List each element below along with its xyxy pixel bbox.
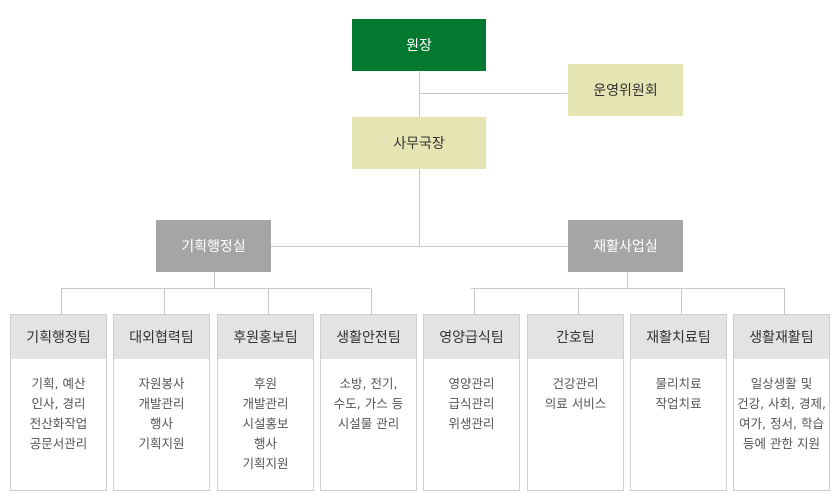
team-name: 기획행정팀: [11, 315, 106, 359]
duty-line: 전산화작업: [29, 416, 88, 431]
duty-line: 영양관리: [448, 376, 495, 391]
connector: [578, 288, 579, 314]
dept-planning-admin: 기획행정실: [156, 220, 271, 272]
duty-line: 후원: [253, 376, 277, 391]
team-name: 간호팀: [528, 315, 623, 359]
connector: [474, 288, 475, 314]
committee-box: 운영위원회: [568, 64, 683, 116]
duty-line: 소방, 전기,: [339, 376, 398, 391]
connector: [268, 288, 269, 314]
team-name: 생활안전팀: [321, 315, 416, 359]
connector: [164, 288, 165, 314]
duty-line: 급식관리: [448, 396, 495, 411]
duty-line: 작업치료: [655, 396, 702, 411]
duty-line: 여가, 정서, 학습: [739, 416, 824, 431]
duty-line: 건강관리: [552, 376, 599, 391]
duty-line: 개발관리: [138, 396, 185, 411]
duty-line: 의료 서비스: [544, 396, 607, 411]
duty-line: 공문서관리: [29, 436, 88, 451]
dept-rehab-business: 재활사업실: [568, 220, 683, 272]
connector: [371, 288, 372, 314]
connector: [419, 93, 568, 94]
connector: [271, 246, 568, 247]
duty-line: 등에 관한 지원: [743, 436, 820, 451]
duty-line: 자원봉사: [138, 376, 185, 391]
duty-line: 건강, 사회, 경제,: [737, 396, 826, 411]
team-name: 생활재활팀: [734, 315, 829, 359]
duty-line: 인사, 경리: [31, 396, 86, 411]
duty-line: 일상생활 및: [750, 376, 813, 391]
duty-line: 물리치료: [655, 376, 702, 391]
duty-line: 기획지원: [138, 436, 185, 451]
duty-line: 수도, 가스 등: [333, 396, 404, 411]
team-name: 후원홍보팀: [218, 315, 313, 359]
duty-line: 기획지원: [242, 456, 289, 471]
duty-line: 시설물 관리: [337, 416, 400, 431]
duty-line: 행사: [149, 416, 173, 431]
team-name: 재활치료팀: [631, 315, 726, 359]
duty-line: 위생관리: [448, 416, 495, 431]
director-box: 원장: [352, 19, 486, 71]
duty-line: 기획, 예산: [31, 376, 86, 391]
connector: [61, 288, 370, 289]
connector: [627, 272, 628, 288]
duty-line: 개발관리: [242, 396, 289, 411]
duty-line: 행사: [253, 436, 277, 451]
team-name: 영양급식팀: [424, 315, 519, 359]
connector: [61, 288, 62, 314]
secretary-box: 사무국장: [352, 117, 486, 169]
connector: [214, 272, 215, 288]
duty-line: 시설홍보: [242, 416, 289, 431]
connector: [471, 288, 784, 289]
team-name: 대외협력팀: [114, 315, 209, 359]
connector: [681, 288, 682, 314]
connector: [784, 288, 785, 314]
